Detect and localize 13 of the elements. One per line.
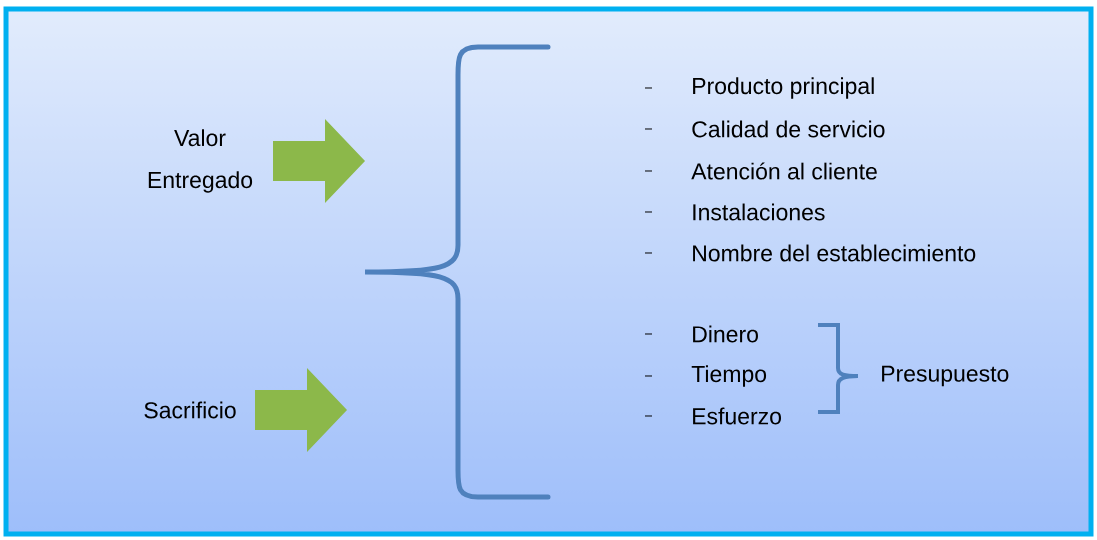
list-item: Dinero <box>693 325 758 343</box>
list-item: Nombre del establecimiento <box>693 244 976 262</box>
list-item: Presupuesto <box>882 365 1009 387</box>
list-item: Calidad de servicio <box>692 120 885 138</box>
list-item: Atención al cliente <box>691 162 877 180</box>
list-item: Producto principal <box>693 77 874 99</box>
list-item: Tiempo <box>691 365 767 387</box>
list-item: Esfuerzo <box>693 407 781 425</box>
text-label: Valor Entregado <box>148 129 253 193</box>
list-item: Instalaciones <box>693 203 825 221</box>
block-arrow <box>273 119 365 203</box>
block-arrow <box>255 368 347 452</box>
text-label: Sacrificio <box>144 401 236 419</box>
